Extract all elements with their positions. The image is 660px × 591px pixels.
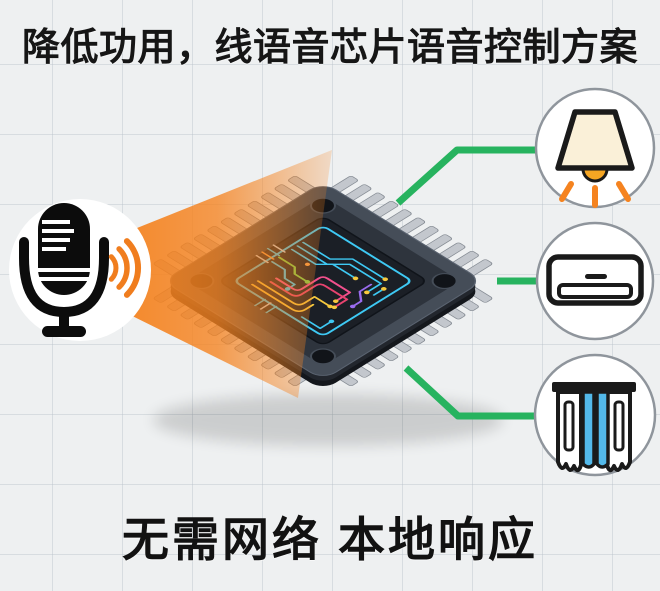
- device-icons: [533, 87, 657, 477]
- lamp-rays: [559, 181, 631, 208]
- microphone-grille: [38, 220, 90, 281]
- device-air-conditioner: [535, 221, 655, 341]
- microphone-badge: [9, 199, 151, 341]
- chip-trace: [296, 245, 383, 294]
- headline-text: 降低功用，线语音芯片语音控制方案: [21, 27, 638, 69]
- connector-lines: [395, 146, 540, 420]
- device-curtain: [533, 353, 657, 477]
- lamp-icon: [555, 109, 635, 208]
- footer-text: 无需网络 本地响应: [121, 513, 539, 566]
- connector-line-curtain: [403, 365, 540, 420]
- air-conditioner-icon: [546, 254, 644, 306]
- connector-line-lamp: [395, 146, 540, 206]
- curtain-icon: [552, 382, 636, 473]
- chip-trace: [351, 283, 373, 308]
- chip-shadow: [153, 394, 503, 446]
- voice-beam: [112, 150, 332, 398]
- sound-waves-icon: [108, 238, 142, 298]
- device-lamp: [534, 87, 656, 209]
- microphone-icon: [19, 203, 109, 337]
